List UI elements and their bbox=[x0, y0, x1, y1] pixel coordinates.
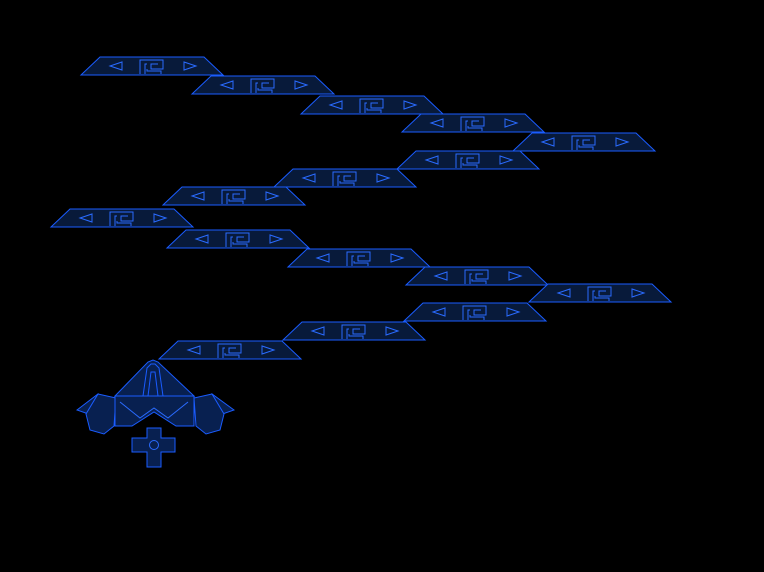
right-arrow-icon bbox=[504, 118, 519, 128]
right-arrow-icon bbox=[153, 213, 168, 223]
greek-key-icon bbox=[587, 286, 612, 301]
right-arrow-icon bbox=[390, 253, 405, 263]
right-arrow-icon bbox=[294, 80, 309, 90]
right-arrow-icon bbox=[376, 173, 391, 183]
left-arrow-icon bbox=[315, 253, 330, 263]
left-arrow-icon bbox=[328, 100, 343, 110]
right-arrow-icon bbox=[183, 61, 198, 71]
floating-tile bbox=[511, 132, 657, 152]
tile-body bbox=[527, 283, 673, 303]
right-arrow-icon bbox=[499, 155, 514, 165]
left-arrow-icon bbox=[186, 345, 201, 355]
right-arrow-icon bbox=[631, 288, 646, 298]
floating-tile bbox=[400, 113, 546, 133]
greek-key-icon bbox=[250, 78, 275, 93]
floating-tile bbox=[161, 186, 307, 206]
right-arrow-icon bbox=[615, 137, 630, 147]
left-arrow-icon bbox=[429, 118, 444, 128]
tile-body bbox=[165, 229, 311, 249]
floating-tile bbox=[281, 321, 427, 341]
floating-tile bbox=[402, 302, 548, 322]
left-arrow-icon bbox=[219, 80, 234, 90]
left-arrow-icon bbox=[431, 307, 446, 317]
greek-key-icon bbox=[217, 343, 242, 358]
greek-key-icon bbox=[460, 116, 485, 131]
right-arrow-icon bbox=[506, 307, 521, 317]
tile-body bbox=[190, 75, 336, 95]
right-arrow-icon bbox=[265, 191, 280, 201]
left-arrow-icon bbox=[78, 213, 93, 223]
floating-tile bbox=[49, 208, 195, 228]
floating-tile bbox=[272, 168, 418, 188]
floating-tile bbox=[395, 150, 541, 170]
left-arrow-icon bbox=[190, 191, 205, 201]
tile-body bbox=[161, 186, 307, 206]
right-arrow-icon bbox=[261, 345, 276, 355]
floating-tile bbox=[79, 56, 225, 76]
tile-body bbox=[400, 113, 546, 133]
tile-body bbox=[272, 168, 418, 188]
right-arrow-icon bbox=[269, 234, 284, 244]
right-arrow-icon bbox=[508, 271, 523, 281]
player-ship[interactable] bbox=[75, 359, 236, 468]
tile-body bbox=[402, 302, 548, 322]
central-body bbox=[114, 395, 195, 427]
tile-body bbox=[79, 56, 225, 76]
tile-body bbox=[157, 340, 303, 360]
greek-key-icon bbox=[359, 98, 384, 113]
greek-key-icon bbox=[455, 153, 480, 168]
floating-tile bbox=[190, 75, 336, 95]
greek-key-icon bbox=[109, 211, 134, 226]
greek-key-icon bbox=[225, 232, 250, 247]
floating-tile bbox=[286, 248, 432, 268]
greek-key-icon bbox=[462, 305, 487, 320]
tile-body bbox=[49, 208, 195, 228]
engine-port bbox=[149, 440, 159, 450]
left-arrow-icon bbox=[556, 288, 571, 298]
right-arrow-icon bbox=[403, 100, 418, 110]
greek-key-icon bbox=[464, 269, 489, 284]
greek-key-icon bbox=[221, 189, 246, 204]
tile-body bbox=[404, 266, 550, 286]
greek-key-icon bbox=[346, 251, 371, 266]
left-arrow-icon bbox=[433, 271, 448, 281]
greek-key-icon bbox=[332, 171, 357, 186]
tail-cross bbox=[131, 427, 176, 468]
left-arrow-icon bbox=[108, 61, 123, 71]
floating-tile bbox=[404, 266, 550, 286]
left-arrow-icon bbox=[424, 155, 439, 165]
floating-tile bbox=[527, 283, 673, 303]
hull-chevron bbox=[119, 401, 189, 419]
greek-key-icon bbox=[139, 59, 164, 74]
tile-body bbox=[299, 95, 445, 115]
tile-body bbox=[395, 150, 541, 170]
left-arrow-icon bbox=[540, 137, 555, 147]
tile-layer bbox=[49, 56, 673, 360]
floating-tile bbox=[299, 95, 445, 115]
greek-key-icon bbox=[571, 135, 596, 150]
right-arrow-icon bbox=[385, 326, 400, 336]
tile-body bbox=[286, 248, 432, 268]
greek-key-icon bbox=[341, 324, 366, 339]
left-arrow-icon bbox=[194, 234, 209, 244]
left-arrow-icon bbox=[310, 326, 325, 336]
floating-tile bbox=[165, 229, 311, 249]
floating-tile bbox=[157, 340, 303, 360]
tile-body bbox=[511, 132, 657, 152]
tile-body bbox=[281, 321, 427, 341]
left-arrow-icon bbox=[301, 173, 316, 183]
